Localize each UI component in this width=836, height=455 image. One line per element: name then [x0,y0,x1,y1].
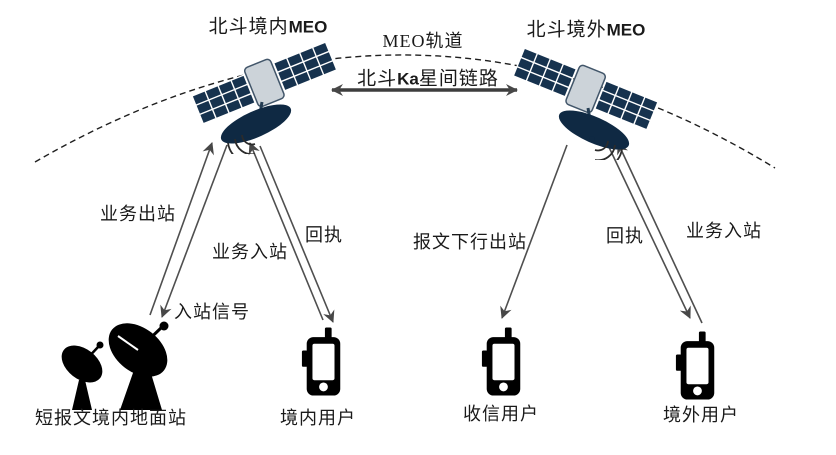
arrow-outbound-service [149,142,214,316]
right-satellite-title-cn: 北斗境外 [526,19,607,41]
ka-link-label-latin: Ka [397,69,419,89]
label-inbound-service-right: 业务入站 [686,221,762,241]
arrow-inbound-service-left [248,142,324,321]
label-inbound-signal: 入站信号 [174,302,250,322]
arrow-downlink-outbound [500,144,568,319]
label-downlink-outbound: 报文下行出站 [413,232,527,252]
ka-link-label-prefix: 北斗 [357,68,398,90]
label-inbound-service-left: 业务入站 [212,242,288,262]
label-receipt-right: 回执 [606,226,644,246]
arrow-inbound-signal [160,144,228,318]
arrow-receipt-left [259,145,335,323]
satellite-icon [512,47,659,160]
mobile-phone-icon [675,331,715,400]
left-satellite-title: 北斗境内MEO [209,12,328,39]
arrow-receipt-right [606,142,691,319]
label-overseas-user: 境外用户 [663,405,739,425]
orbit-label: MEO轨道 [382,31,464,51]
left-satellite-title-cn: 北斗境内 [208,16,289,38]
ka-link-label-suffix: 星间链路 [418,68,499,90]
mobile-phone-icon [301,327,341,396]
right-satellite-title-en: MEO [606,20,646,40]
label-receiving-user: 收信用户 [463,404,539,424]
mobile-phone-icon [481,327,521,396]
label-outbound-service: 业务出站 [100,204,176,224]
arrow-inbound-service-right [617,142,703,324]
right-satellite-title: 北斗境外MEO [527,15,646,42]
satellite-icon [191,41,338,154]
meo-orbit-arc [34,54,776,169]
label-domestic-user: 境内用户 [280,408,356,428]
satellite-dish-icon [61,321,169,410]
ka-link-label: 北斗Ka星间链路 [357,64,499,91]
label-receipt-left: 回执 [305,225,343,245]
label-ground-station: 短报文境内地面站 [35,408,187,428]
left-satellite-title-en: MEO [288,17,328,37]
